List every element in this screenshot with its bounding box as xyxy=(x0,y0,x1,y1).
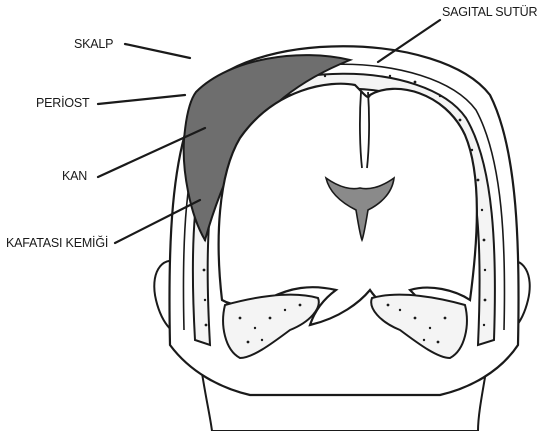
sagittal-suture-label: SAGITAL SUTÜR xyxy=(442,5,538,19)
skull-bone-label: KAFATASI KEMİĞİ xyxy=(6,235,108,250)
periosteum-label: PERİOST xyxy=(36,96,90,110)
scalp-label: SKALP xyxy=(74,37,113,51)
periosteum-leader-line xyxy=(98,95,185,104)
blood-label: KAN xyxy=(62,169,87,183)
scalp-leader-line xyxy=(125,44,190,58)
